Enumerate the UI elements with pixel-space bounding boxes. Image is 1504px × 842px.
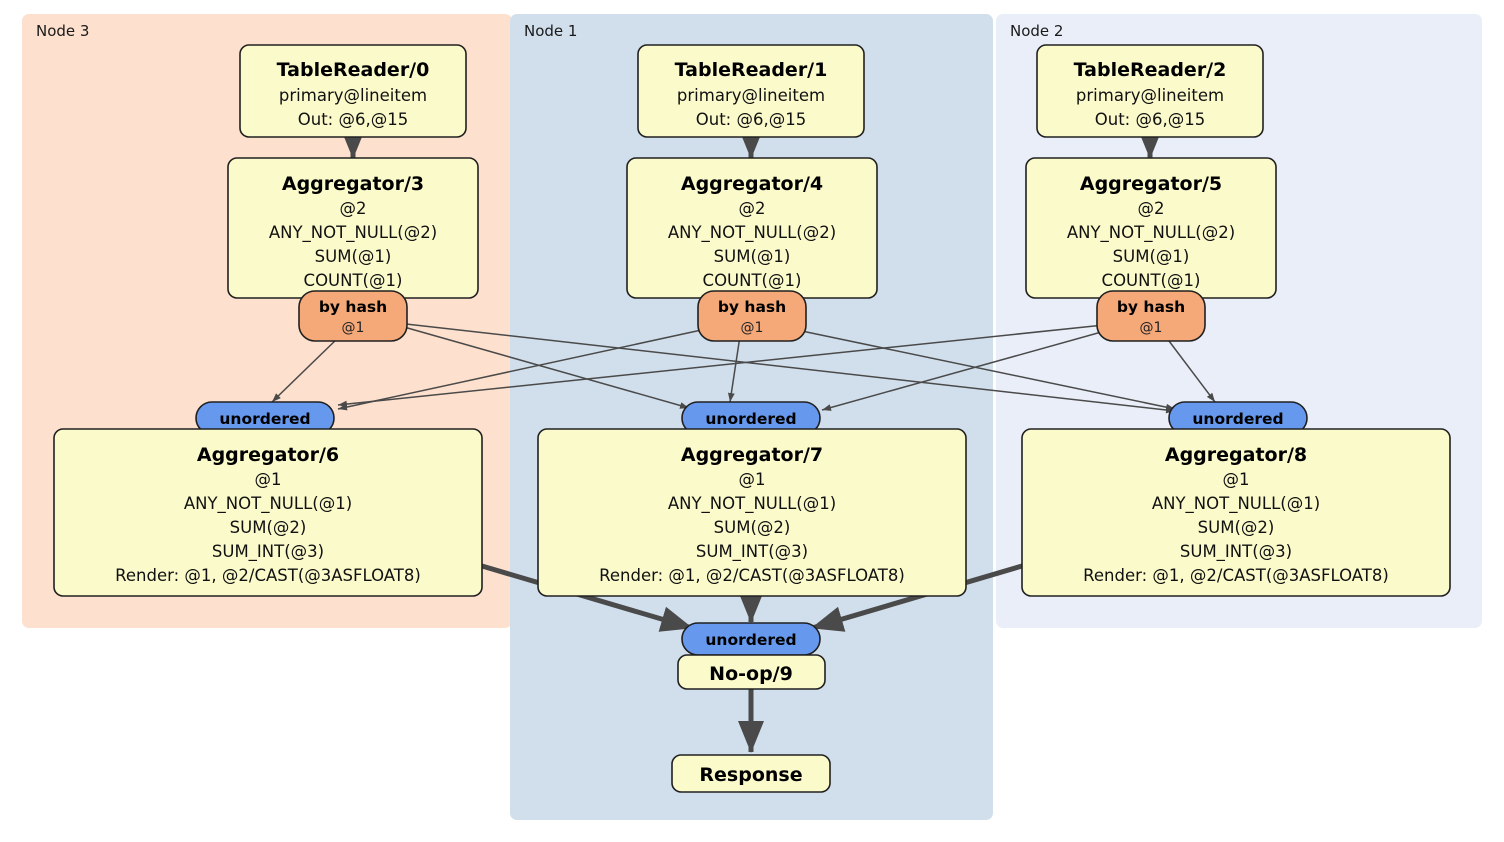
processor-title: TableReader/0 [277, 59, 430, 81]
input-sync-unordered-6[interactable]: unordered [195, 401, 335, 435]
processor-detail-line: @2 [340, 199, 367, 218]
processor-detail-line: SUM(@2) [1198, 518, 1275, 537]
processor-detail-line: ANY_NOT_NULL(@2) [1067, 223, 1235, 243]
input-sync-unordered-9[interactable]: unordered [681, 622, 821, 656]
processor-detail-line: SUM_INT(@3) [1180, 542, 1292, 562]
processor-detail-line: ANY_NOT_NULL(@2) [668, 223, 836, 243]
processor-tablereader-2[interactable]: TableReader/2 primary@lineitem Out: @6,@… [1036, 44, 1264, 138]
processor-detail-line: ANY_NOT_NULL(@1) [184, 494, 352, 514]
processor-detail-line: COUNT(@1) [304, 271, 403, 290]
input-sync-label: unordered [219, 410, 310, 428]
edge-hash5-to-un7 [821, 330, 1106, 411]
edge-hash4-to-un8 [796, 329, 1176, 411]
processor-title: Aggregator/4 [681, 173, 823, 195]
processor-aggregator-4[interactable]: Aggregator/4 @2 ANY_NOT_NULL(@2) SUM(@1)… [626, 157, 878, 299]
input-sync-label: unordered [705, 631, 796, 649]
router-subtitle: @1 [1140, 320, 1163, 336]
processor-detail-line: Out: @6,@15 [696, 110, 806, 129]
processor-render-line: Render: @1, @2/CAST(@3ASFLOAT8) [115, 566, 421, 585]
processor-render-line: Render: @1, @2/CAST(@3ASFLOAT8) [1083, 566, 1389, 585]
router-title: by hash [319, 298, 387, 316]
processor-aggregator-7[interactable]: Aggregator/7 @1 ANY_NOT_NULL(@1) SUM(@2)… [537, 428, 967, 597]
processor-detail-line: primary@lineitem [677, 86, 825, 105]
processor-detail-line: SUM(@1) [1113, 247, 1190, 266]
processor-title: TableReader/1 [675, 59, 828, 81]
processor-detail-line: SUM_INT(@3) [212, 542, 324, 562]
processor-aggregator-6[interactable]: Aggregator/6 @1 ANY_NOT_NULL(@1) SUM(@2)… [53, 428, 483, 597]
processor-aggregator-3[interactable]: Aggregator/3 @2 ANY_NOT_NULL(@2) SUM(@1)… [227, 157, 479, 299]
processor-detail-line: @2 [1138, 199, 1165, 218]
processor-detail-line: ANY_NOT_NULL(@2) [269, 223, 437, 243]
edge-hash3-to-un6 [271, 335, 341, 403]
router-subtitle: @1 [342, 320, 365, 336]
processor-title: Response [699, 764, 802, 786]
processor-title: Aggregator/6 [197, 444, 339, 466]
processor-title: Aggregator/8 [1165, 444, 1307, 466]
cluster-label-node3: Node 3 [36, 22, 89, 40]
processor-detail-line: SUM(@2) [714, 518, 791, 537]
processor-detail-line: SUM(@2) [230, 518, 307, 537]
processor-render-line: Render: @1, @2/CAST(@3ASFLOAT8) [599, 566, 905, 585]
processor-noop-9[interactable]: No-op/9 [677, 654, 826, 690]
processor-detail-line: @1 [1223, 470, 1250, 489]
processor-tablereader-0[interactable]: TableReader/0 primary@lineitem Out: @6,@… [239, 44, 467, 138]
processor-detail-line: ANY_NOT_NULL(@1) [1152, 494, 1320, 514]
processor-detail-line: Out: @6,@15 [1095, 110, 1205, 129]
final-merge-edges [481, 563, 1023, 754]
edge-hash5-to-un6 [337, 324, 1105, 408]
hash-routing-edges [271, 323, 1216, 414]
processor-aggregator-8[interactable]: Aggregator/8 @1 ANY_NOT_NULL(@1) SUM(@2)… [1021, 428, 1451, 597]
edge-hash5-to-un8 [1165, 336, 1216, 403]
processor-title: Aggregator/3 [282, 173, 424, 195]
processor-title: Aggregator/5 [1080, 173, 1222, 195]
router-title: by hash [718, 298, 786, 316]
processor-detail-line: COUNT(@1) [703, 271, 802, 290]
processor-detail-line: SUM(@1) [315, 247, 392, 266]
processor-detail-line: COUNT(@1) [1102, 271, 1201, 290]
router-subtitle: @1 [741, 320, 764, 336]
processor-detail-line: Out: @6,@15 [298, 110, 408, 129]
processor-response[interactable]: Response [671, 754, 831, 793]
output-router-by-hash-3[interactable]: by hash @1 [298, 290, 408, 342]
processor-detail-line: primary@lineitem [1076, 86, 1224, 105]
processor-detail-line: SUM(@1) [714, 247, 791, 266]
edge-hash3-to-un8 [405, 323, 1176, 414]
output-router-by-hash-4[interactable]: by hash @1 [697, 290, 807, 342]
processor-detail-line: SUM_INT(@3) [696, 542, 808, 562]
processor-detail-line: @2 [739, 199, 766, 218]
processor-detail-line: primary@lineitem [279, 86, 427, 105]
reader-to-aggregator-edges [340, 127, 1163, 160]
processor-title: TableReader/2 [1074, 59, 1227, 81]
edge-hash3-to-un7 [403, 326, 690, 409]
edge-agg6-to-un9 [481, 563, 693, 632]
input-sync-label: unordered [705, 410, 796, 428]
processor-title: Aggregator/7 [681, 444, 823, 466]
cluster-label-node1: Node 1 [524, 22, 577, 40]
input-sync-label: unordered [1192, 410, 1283, 428]
processor-title: No-op/9 [709, 663, 793, 685]
edge-hash4-to-un6 [337, 328, 707, 411]
processor-aggregator-5[interactable]: Aggregator/5 @2 ANY_NOT_NULL(@2) SUM(@1)… [1025, 157, 1277, 299]
processor-detail-line: @1 [255, 470, 282, 489]
processor-detail-line: ANY_NOT_NULL(@1) [668, 494, 836, 514]
processor-tablereader-1[interactable]: TableReader/1 primary@lineitem Out: @6,@… [637, 44, 865, 138]
output-router-by-hash-5[interactable]: by hash @1 [1096, 290, 1206, 342]
processor-detail-line: @1 [739, 470, 766, 489]
edge-hash4-to-un7 [727, 335, 741, 403]
cluster-label-node2: Node 2 [1010, 22, 1063, 40]
input-sync-unordered-8[interactable]: unordered [1168, 401, 1308, 435]
router-title: by hash [1117, 298, 1185, 316]
edge-agg8-to-un9 [811, 563, 1023, 632]
